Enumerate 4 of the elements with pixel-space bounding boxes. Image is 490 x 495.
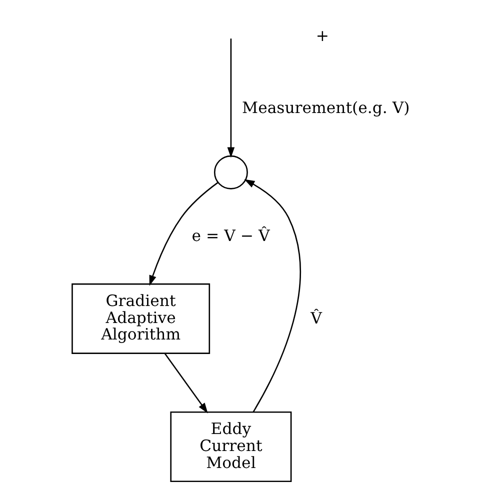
- edge-label: V̂: [310, 308, 322, 328]
- label: +: [316, 26, 329, 46]
- edge-label: Measurement(e.g. V): [242, 98, 410, 118]
- edge-label: e = V − V̂: [192, 226, 270, 246]
